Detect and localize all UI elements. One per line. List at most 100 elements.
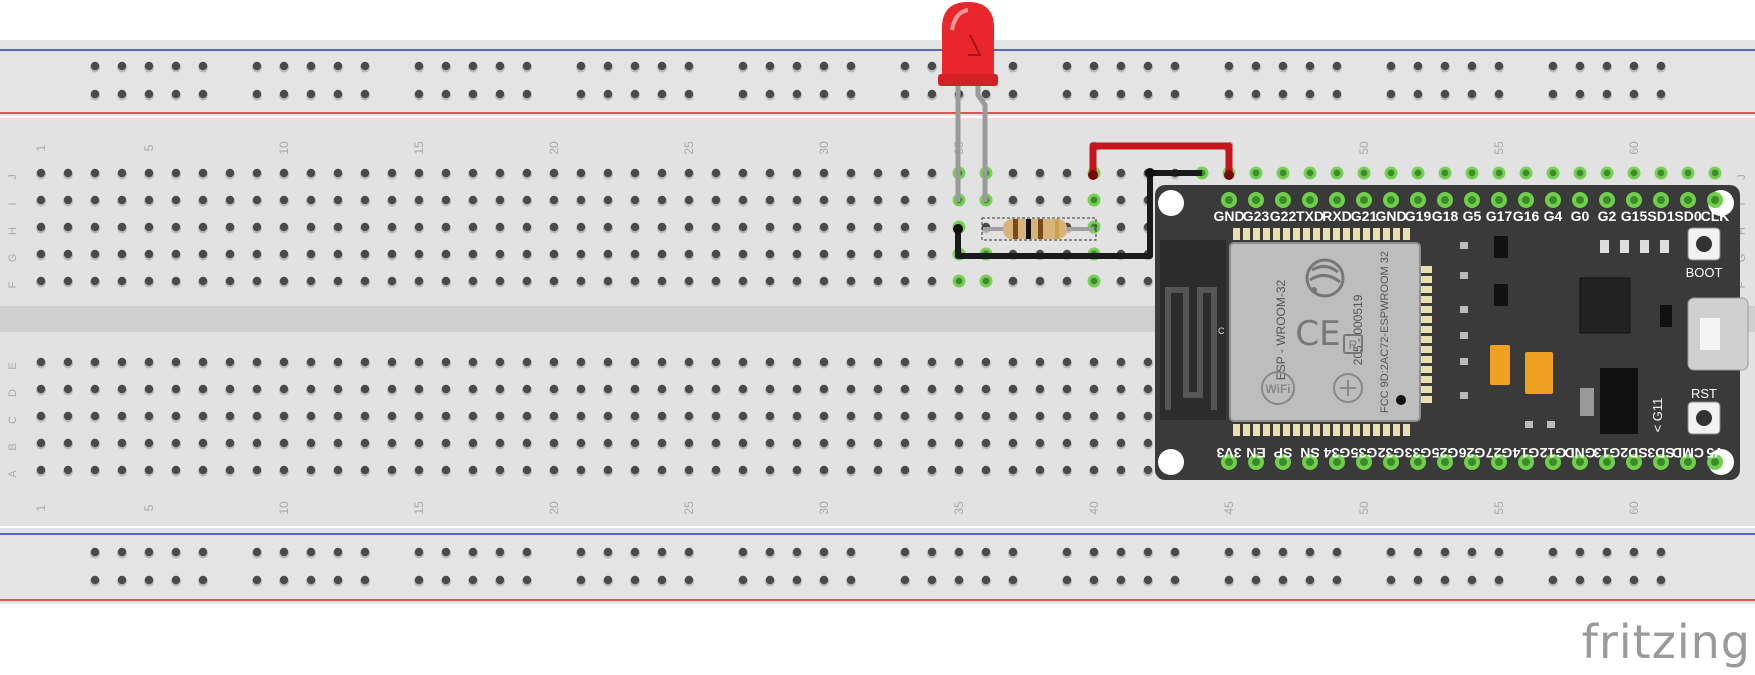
rail-hole xyxy=(279,89,289,101)
rail-hole xyxy=(1251,575,1261,587)
resistor-band xyxy=(1055,219,1059,239)
module-pad xyxy=(1420,306,1432,313)
rail-hole xyxy=(1143,61,1153,73)
column-label: 1 xyxy=(34,144,48,151)
rail-hole xyxy=(684,575,694,587)
breadboard-hole xyxy=(765,249,775,261)
breadboard-hole xyxy=(1008,195,1018,207)
breadboard-hole xyxy=(846,222,856,234)
esp32-pin xyxy=(1329,454,1345,470)
rail-hole xyxy=(738,575,748,587)
boot-button[interactable] xyxy=(1687,227,1721,261)
breadboard-hole xyxy=(252,195,262,207)
rail-hole xyxy=(252,89,262,101)
rail-hole xyxy=(1467,547,1477,559)
breadboard-hole xyxy=(927,411,937,423)
breadboard-hole xyxy=(846,438,856,450)
rst-button[interactable] xyxy=(1687,401,1721,435)
breadboard-hole xyxy=(279,276,289,288)
breadboard-hole xyxy=(900,168,910,180)
breadboard-hole xyxy=(630,357,640,369)
rail-hole xyxy=(1305,575,1315,587)
breadboard-hole xyxy=(1116,168,1126,180)
rail-hole xyxy=(927,61,937,73)
wire-end xyxy=(953,224,963,234)
rail-hole xyxy=(738,61,748,73)
breadboard-hole xyxy=(495,411,505,423)
breadboard-hole xyxy=(117,411,127,423)
breadboard-hole xyxy=(117,465,127,477)
rail-hole xyxy=(1116,547,1126,559)
breadboard-hole xyxy=(873,195,883,207)
breadboard-hole xyxy=(468,357,478,369)
breadboard-hole xyxy=(36,276,46,288)
rail-hole xyxy=(819,89,829,101)
rail-hole xyxy=(1116,575,1126,587)
breadboard-hole xyxy=(549,357,559,369)
breadboard-hole xyxy=(225,465,235,477)
rail-hole xyxy=(522,547,532,559)
column-label: 10 xyxy=(277,501,291,515)
usb-uart-chip-icon xyxy=(1579,277,1631,334)
black-wire[interactable] xyxy=(955,170,1202,259)
module-pad xyxy=(1303,424,1310,436)
rail-hole xyxy=(1440,61,1450,73)
breadboard-hole xyxy=(981,384,991,396)
g11-label: < G11 xyxy=(1650,398,1665,433)
breadboard-hole xyxy=(387,168,397,180)
breadboard-hole xyxy=(360,195,370,207)
rail-hole xyxy=(1008,575,1018,587)
breadboard-hole xyxy=(279,465,289,477)
connected-hole xyxy=(1492,166,1506,180)
module-pad xyxy=(1333,228,1340,240)
rail-hole xyxy=(576,89,586,101)
breadboard-hole xyxy=(954,438,964,450)
rail-hole xyxy=(954,547,964,559)
breadboard-hole xyxy=(819,195,829,207)
breadboard-hole xyxy=(279,222,289,234)
esp32-pin-label: G26 xyxy=(1459,445,1486,461)
breadboard-hole xyxy=(603,222,613,234)
connected-hole xyxy=(1708,166,1722,180)
breadboard-hole xyxy=(603,411,613,423)
esp32-pin xyxy=(1464,192,1480,208)
breadboard-hole xyxy=(90,384,100,396)
breadboard-hole xyxy=(90,465,100,477)
rail-hole xyxy=(981,89,991,101)
esp32-pin-label: V5 xyxy=(1706,445,1723,461)
row-letter: H xyxy=(1736,227,1748,235)
breadboard-hole xyxy=(576,195,586,207)
breadboard-hole xyxy=(360,384,370,396)
connected-hole xyxy=(979,274,993,288)
led-highlight xyxy=(950,8,969,31)
rail-hole xyxy=(414,575,424,587)
rail-hole xyxy=(1413,547,1423,559)
breadboard-hole xyxy=(765,195,775,207)
breadboard-hole xyxy=(873,438,883,450)
rail-hole xyxy=(900,89,910,101)
breadboard-hole xyxy=(171,465,181,477)
breadboard-hole xyxy=(171,276,181,288)
breadboard-hole xyxy=(225,195,235,207)
red-wire[interactable] xyxy=(1089,142,1233,174)
breadboard-hole xyxy=(414,249,424,261)
breadboard-hole xyxy=(576,465,586,477)
module-pad xyxy=(1373,228,1380,240)
row-letter: G xyxy=(7,254,19,263)
esp32-pin xyxy=(1680,192,1696,208)
resistor[interactable] xyxy=(981,217,1097,241)
breadboard-hole xyxy=(630,249,640,261)
breadboard-hole xyxy=(387,465,397,477)
breadboard-hole xyxy=(90,276,100,288)
module-pad xyxy=(1420,356,1432,363)
rail-hole xyxy=(792,89,802,101)
red-led[interactable] xyxy=(938,2,998,202)
breadboard-hole xyxy=(144,276,154,288)
breadboard-hole xyxy=(144,222,154,234)
module-pad xyxy=(1420,336,1432,343)
rail-hole xyxy=(279,575,289,587)
breadboard-hole xyxy=(414,465,424,477)
module-pad xyxy=(1293,424,1300,436)
breadboard-hole xyxy=(765,438,775,450)
